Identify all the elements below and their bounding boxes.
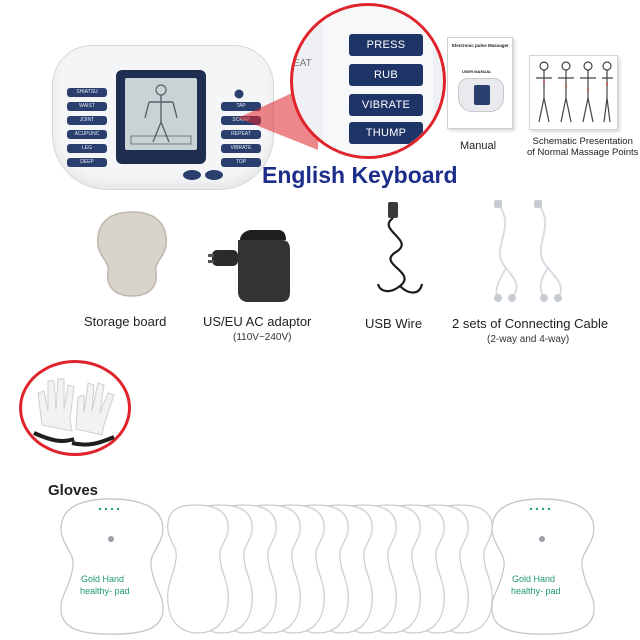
device-left-button[interactable]: ACUPUNC xyxy=(67,130,107,139)
body-figure-icon xyxy=(130,84,192,145)
device-left-button[interactable]: JOINT xyxy=(67,116,107,125)
device-left-button[interactable]: SHIATSU xyxy=(67,88,107,97)
power-icon xyxy=(234,89,244,99)
device-left-button[interactable]: DEEP xyxy=(67,158,107,167)
intensity-up-button[interactable] xyxy=(205,170,223,180)
device-right-button[interactable]: SCRAP xyxy=(221,116,261,125)
device-left-button[interactable]: LEG xyxy=(67,144,107,153)
pad-model: healthy- pad xyxy=(80,586,130,596)
adaptor-label: US/EU AC adaptor xyxy=(203,314,312,329)
thump-key[interactable]: THUMP xyxy=(349,122,423,144)
pad-model: healthy- pad xyxy=(511,586,561,596)
user-manual: Electronic pulse Massager USER MANUAL xyxy=(447,37,513,129)
massager-device: SHIATSU WAIST JOINT ACUPUNC LEG DEEP TAP… xyxy=(52,45,274,190)
zoom-edge-label: EAT xyxy=(293,58,312,69)
manual-label: Manual xyxy=(460,140,497,152)
pad-brand: Gold Hand xyxy=(512,574,556,584)
manual-device-image xyxy=(458,78,504,112)
device-right-button[interactable]: TOP xyxy=(221,158,261,167)
adaptor-spec: (110V~240V) xyxy=(233,332,292,343)
device-screen-frame xyxy=(116,70,206,164)
vibrate-key[interactable]: VIBRATE xyxy=(349,94,423,116)
electrode-pads xyxy=(60,498,595,635)
connecting-cable-spec: (2-way and 4-way) xyxy=(487,334,570,345)
manual-cover-title: Electronic pulse Massager xyxy=(452,43,509,48)
intensity-down-button[interactable] xyxy=(183,170,201,180)
connecting-cable-image xyxy=(494,200,562,302)
gloves-circle xyxy=(19,360,131,456)
device-left-button[interactable]: WAIST xyxy=(67,102,107,111)
storage-board-label: Storage board xyxy=(84,314,167,329)
device-right-button[interactable]: VIBRATE xyxy=(221,144,261,153)
device-lcd-screen xyxy=(125,78,197,150)
usb-wire-image xyxy=(376,202,424,294)
manual-cover-subtitle: USER MANUAL xyxy=(462,69,492,74)
gloves-image xyxy=(33,378,115,447)
ac-adaptor-image xyxy=(208,230,290,302)
schematic-chart xyxy=(529,55,618,130)
schematic-label-line2: of Normal Massage Points xyxy=(527,147,639,158)
storage-board-image xyxy=(97,211,167,297)
headline: English Keyboard xyxy=(262,162,458,188)
schematic-label-line1: Schematic Presentation xyxy=(532,136,633,147)
keyboard-zoom-circle: EAT PRESS RUB VIBRATE THUMP xyxy=(290,3,446,159)
pad-brand: Gold Hand xyxy=(81,574,125,584)
press-key[interactable]: PRESS xyxy=(349,34,423,56)
connecting-cable-label: 2 sets of Connecting Cable xyxy=(452,316,609,331)
gloves-label: Gloves xyxy=(48,482,99,499)
body-points-icon xyxy=(536,61,613,123)
device-right-button[interactable]: TAP xyxy=(221,102,261,111)
schematic-label: Schematic Presentation of Normal Massage… xyxy=(527,136,638,158)
usb-wire-label: USB Wire xyxy=(365,316,423,331)
device-right-button[interactable]: REPEAT xyxy=(221,130,261,139)
rub-key[interactable]: RUB xyxy=(349,64,423,86)
